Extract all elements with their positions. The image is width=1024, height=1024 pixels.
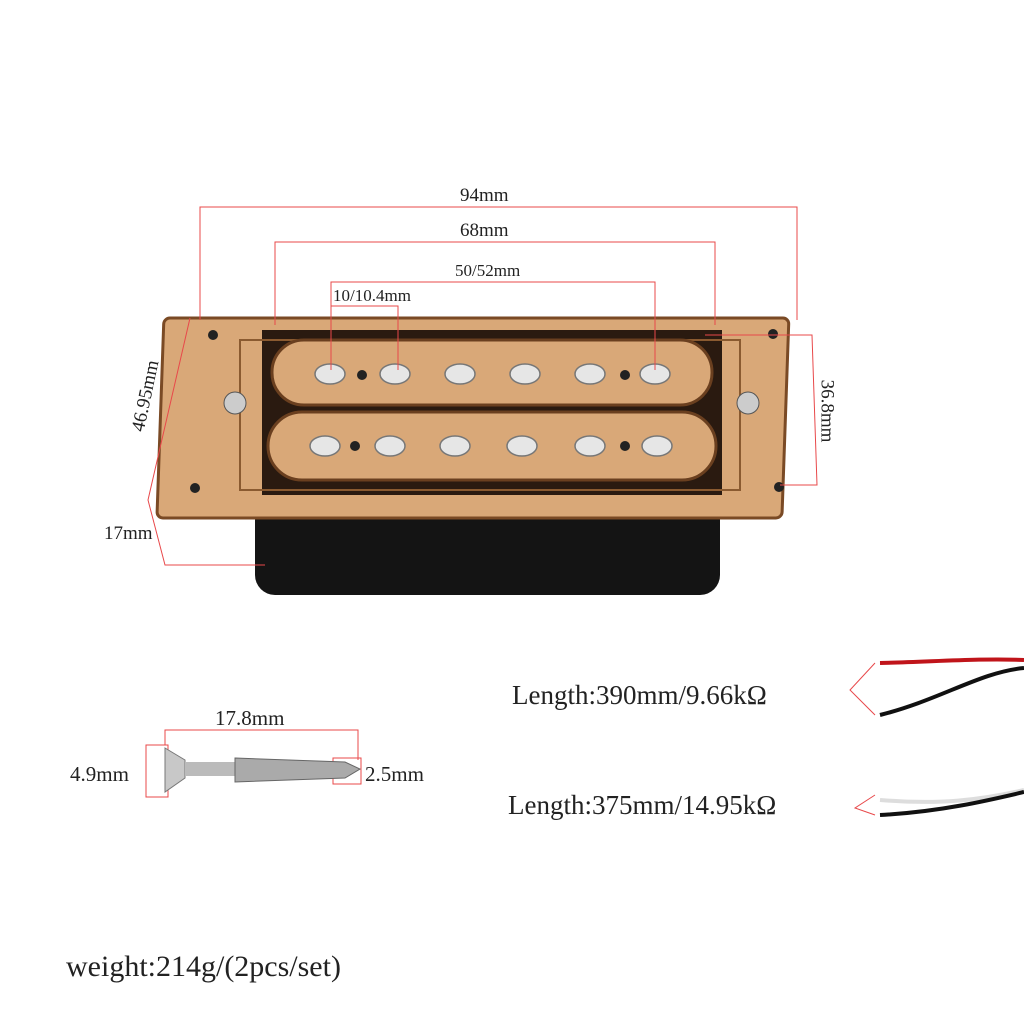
screw-icon: [164, 747, 362, 793]
dim-pole-spacing: 50/52mm: [455, 261, 521, 280]
lead-2-spec: Length:375mm/14.95kΩ: [508, 790, 777, 820]
pole-pieces: [309, 363, 673, 457]
dim-pole-pitch: 10/10.4mm: [333, 286, 411, 305]
weight-label: weight:214g/(2pcs/set): [66, 950, 341, 983]
dim-total-length: 94mm: [460, 185, 509, 206]
screw-length: 17.8mm: [215, 706, 285, 730]
coil-bottom: [266, 410, 718, 482]
screw-tip-diameter: 2.5mm: [365, 762, 424, 786]
coil-top: [270, 338, 714, 407]
screw-left-icon: [223, 391, 247, 415]
lead-wires: [879, 657, 1024, 817]
screw-head-diameter: 4.9mm: [70, 762, 129, 786]
dim-height: 17mm: [104, 523, 153, 544]
screw-right-icon: [736, 391, 760, 415]
pickup-base: [255, 500, 720, 595]
dimension-lines: [145, 206, 876, 816]
dim-inner-length: 68mm: [460, 220, 509, 241]
dim-inner-width: 36.8mm: [816, 379, 838, 443]
lead-1-spec: Length:390mm/9.66kΩ: [512, 680, 767, 710]
